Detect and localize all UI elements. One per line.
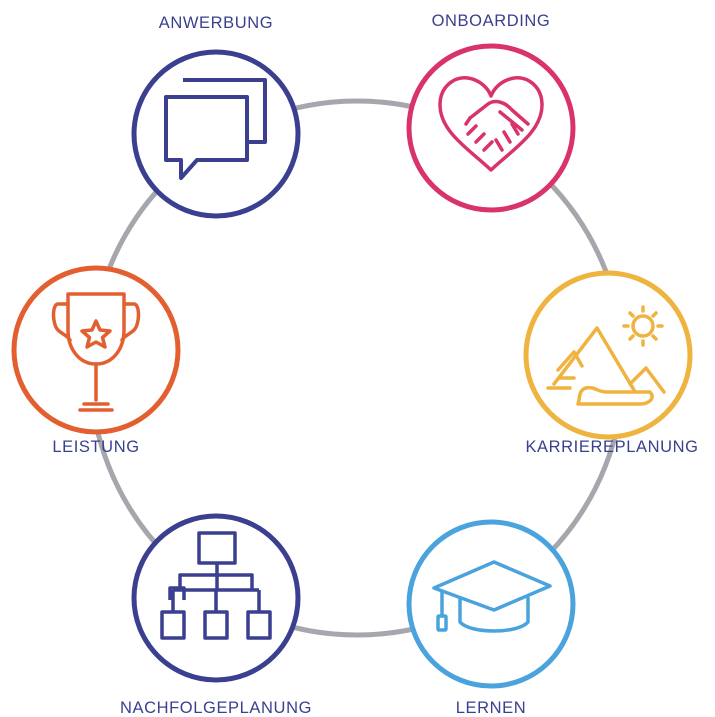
stage-nachfolgeplanung: NACHFOLGEPLANUNG (120, 513, 312, 717)
stage-circle-anwerbung (131, 49, 301, 219)
stage-label-onboarding: ONBOARDING (432, 12, 551, 30)
stage-label-lernen: LERNEN (456, 699, 527, 717)
speech-bubbles-icon (164, 78, 267, 180)
stage-anwerbung: ANWERBUNG (131, 14, 301, 219)
stage-label-anwerbung: ANWERBUNG (159, 14, 274, 32)
graduation-cap-icon (432, 560, 552, 633)
stage-label-nachfolgeplanung: NACHFOLGEPLANUNG (120, 699, 312, 717)
stage-label-karriereplanung: KARRIEREPLANUNG (525, 438, 698, 456)
stage-circle-lernen (406, 519, 576, 689)
org-chart-icon (160, 531, 272, 640)
stage-circle-karriereplanung (523, 270, 693, 440)
stage-circle-onboarding (406, 43, 576, 213)
stage-leistung: LEISTUNG (11, 265, 181, 456)
stage-onboarding: ONBOARDING (406, 12, 576, 213)
stage-lernen: LERNEN (406, 519, 576, 717)
stage-karriereplanung: KARRIEREPLANUNG (523, 270, 698, 456)
mountain-sun-icon (546, 305, 666, 406)
heart-handshake-icon (438, 76, 544, 172)
trophy-star-icon (51, 292, 141, 412)
stage-label-leistung: LEISTUNG (52, 438, 139, 456)
